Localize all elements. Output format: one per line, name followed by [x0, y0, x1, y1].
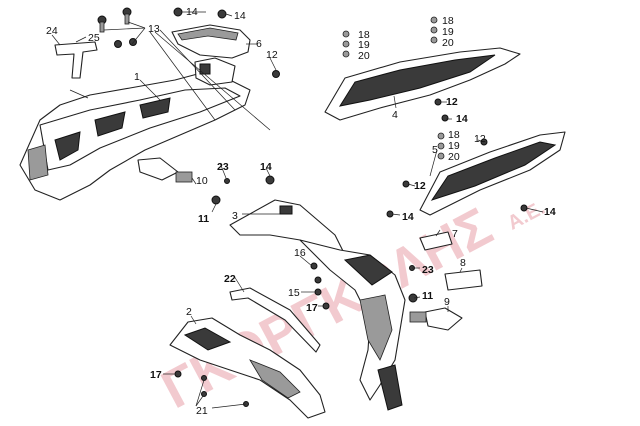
- leader-lines: [51, 11, 544, 409]
- callout-7: 7: [452, 228, 458, 240]
- callout-2: 2: [186, 306, 192, 318]
- callout-1: 1: [134, 71, 140, 83]
- watermark: ΓΚΟΡΓΚΟΛΗΣ Α.Ε.: [152, 196, 549, 420]
- callout-12: 12: [474, 133, 486, 145]
- callout-16: 16: [294, 247, 306, 259]
- callout-19: 19: [442, 26, 454, 38]
- callout-18: 18: [358, 29, 370, 41]
- callout-23: 23: [217, 161, 229, 173]
- callout-5: 5: [432, 144, 438, 156]
- callout-17: 17: [150, 369, 162, 381]
- part-grab-handle: [171, 24, 251, 59]
- callout-18: 18: [442, 15, 454, 27]
- part-reflector-7: [419, 231, 453, 251]
- part-side-cover-upper: [324, 47, 521, 121]
- part-bracket-24: [54, 41, 98, 79]
- part-lower-fender: [169, 317, 326, 419]
- part-strap-22: [229, 287, 321, 353]
- callout-6: 6: [256, 38, 262, 50]
- callout-22: 22: [224, 273, 236, 285]
- callout-11: 11: [422, 290, 433, 302]
- callout-19: 19: [448, 140, 460, 152]
- callout-3: 3: [232, 210, 238, 222]
- callout-14: 14: [260, 161, 272, 173]
- callout-10: 10: [196, 175, 208, 187]
- callout-14: 14: [456, 113, 468, 125]
- part-plate-8: [444, 269, 483, 291]
- callout-20: 20: [442, 37, 454, 49]
- callouts: 24 25 13 14 14 6 12 1 18 19 20 18 19 20 …: [46, 6, 556, 417]
- part-side-cover-lower: [419, 131, 566, 216]
- callout-14: 14: [544, 206, 556, 218]
- callout-19: 19: [358, 39, 370, 51]
- callout-20: 20: [448, 151, 460, 163]
- part-rear-undertray: [19, 57, 251, 201]
- callout-12: 12: [266, 49, 278, 61]
- callout-13: 13: [148, 23, 160, 35]
- callout-14: 14: [234, 10, 246, 22]
- callout-14: 14: [186, 6, 198, 18]
- part-turn-signal-left: [137, 157, 193, 183]
- callout-20: 20: [358, 50, 370, 62]
- callout-15: 15: [288, 287, 300, 299]
- callout-14: 14: [402, 211, 414, 223]
- part-license-bracket: [229, 199, 406, 411]
- part-turn-signal-right: [409, 307, 463, 331]
- callout-23: 23: [422, 264, 434, 276]
- callout-17: 17: [306, 302, 318, 314]
- callout-12: 12: [414, 180, 426, 192]
- callout-24: 24: [46, 25, 58, 37]
- callout-18: 18: [448, 129, 460, 141]
- watermark-suffix: Α.Ε.: [504, 197, 549, 235]
- callout-4: 4: [392, 109, 398, 121]
- callout-21: 21: [196, 405, 208, 417]
- callout-12: 12: [446, 96, 458, 108]
- fasteners: [97, 7, 528, 407]
- callout-8: 8: [460, 257, 466, 269]
- callout-25: 25: [88, 32, 100, 44]
- callout-9: 9: [444, 296, 450, 308]
- callout-11: 11: [198, 213, 209, 225]
